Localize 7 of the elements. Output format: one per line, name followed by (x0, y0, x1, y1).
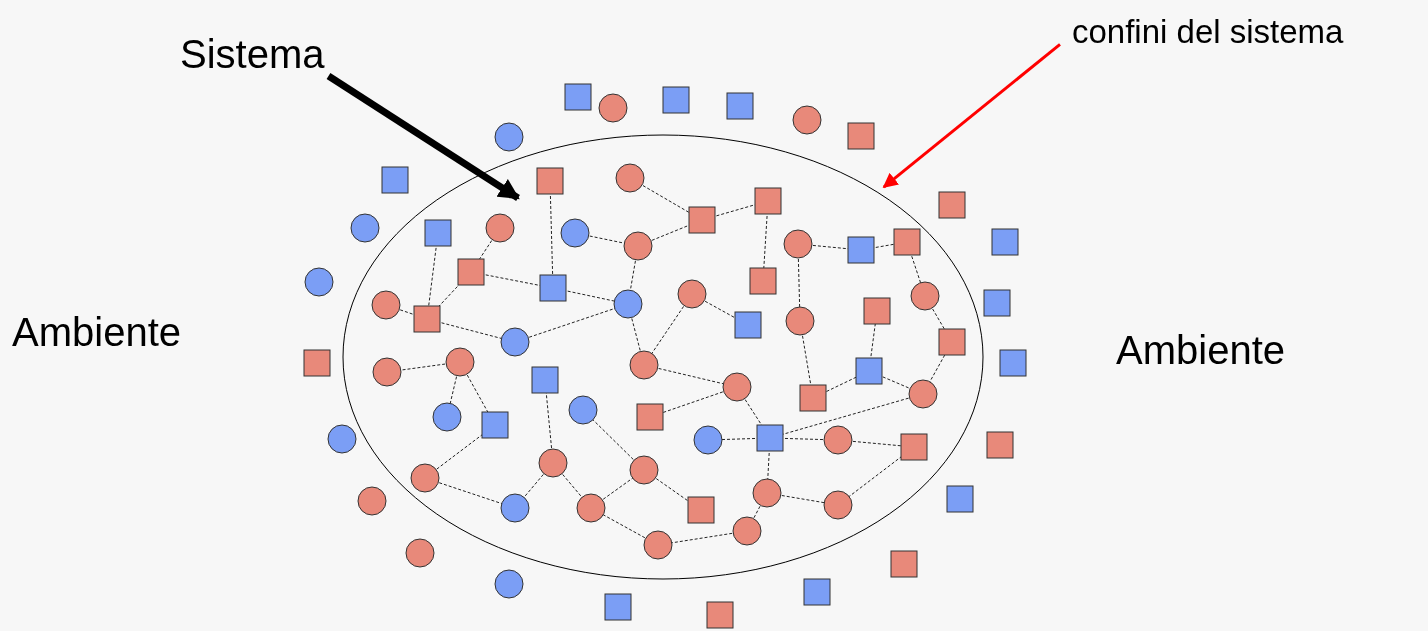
system-boundary-ellipse (342, 134, 984, 580)
environment-label: Ambiente (1116, 328, 1285, 372)
system-label: Sistema (180, 32, 325, 76)
environment-label: Ambiente (12, 310, 181, 354)
boundary-label: confini del sistema (1072, 14, 1344, 51)
arrow (326, 73, 520, 201)
arrow (882, 43, 1061, 189)
